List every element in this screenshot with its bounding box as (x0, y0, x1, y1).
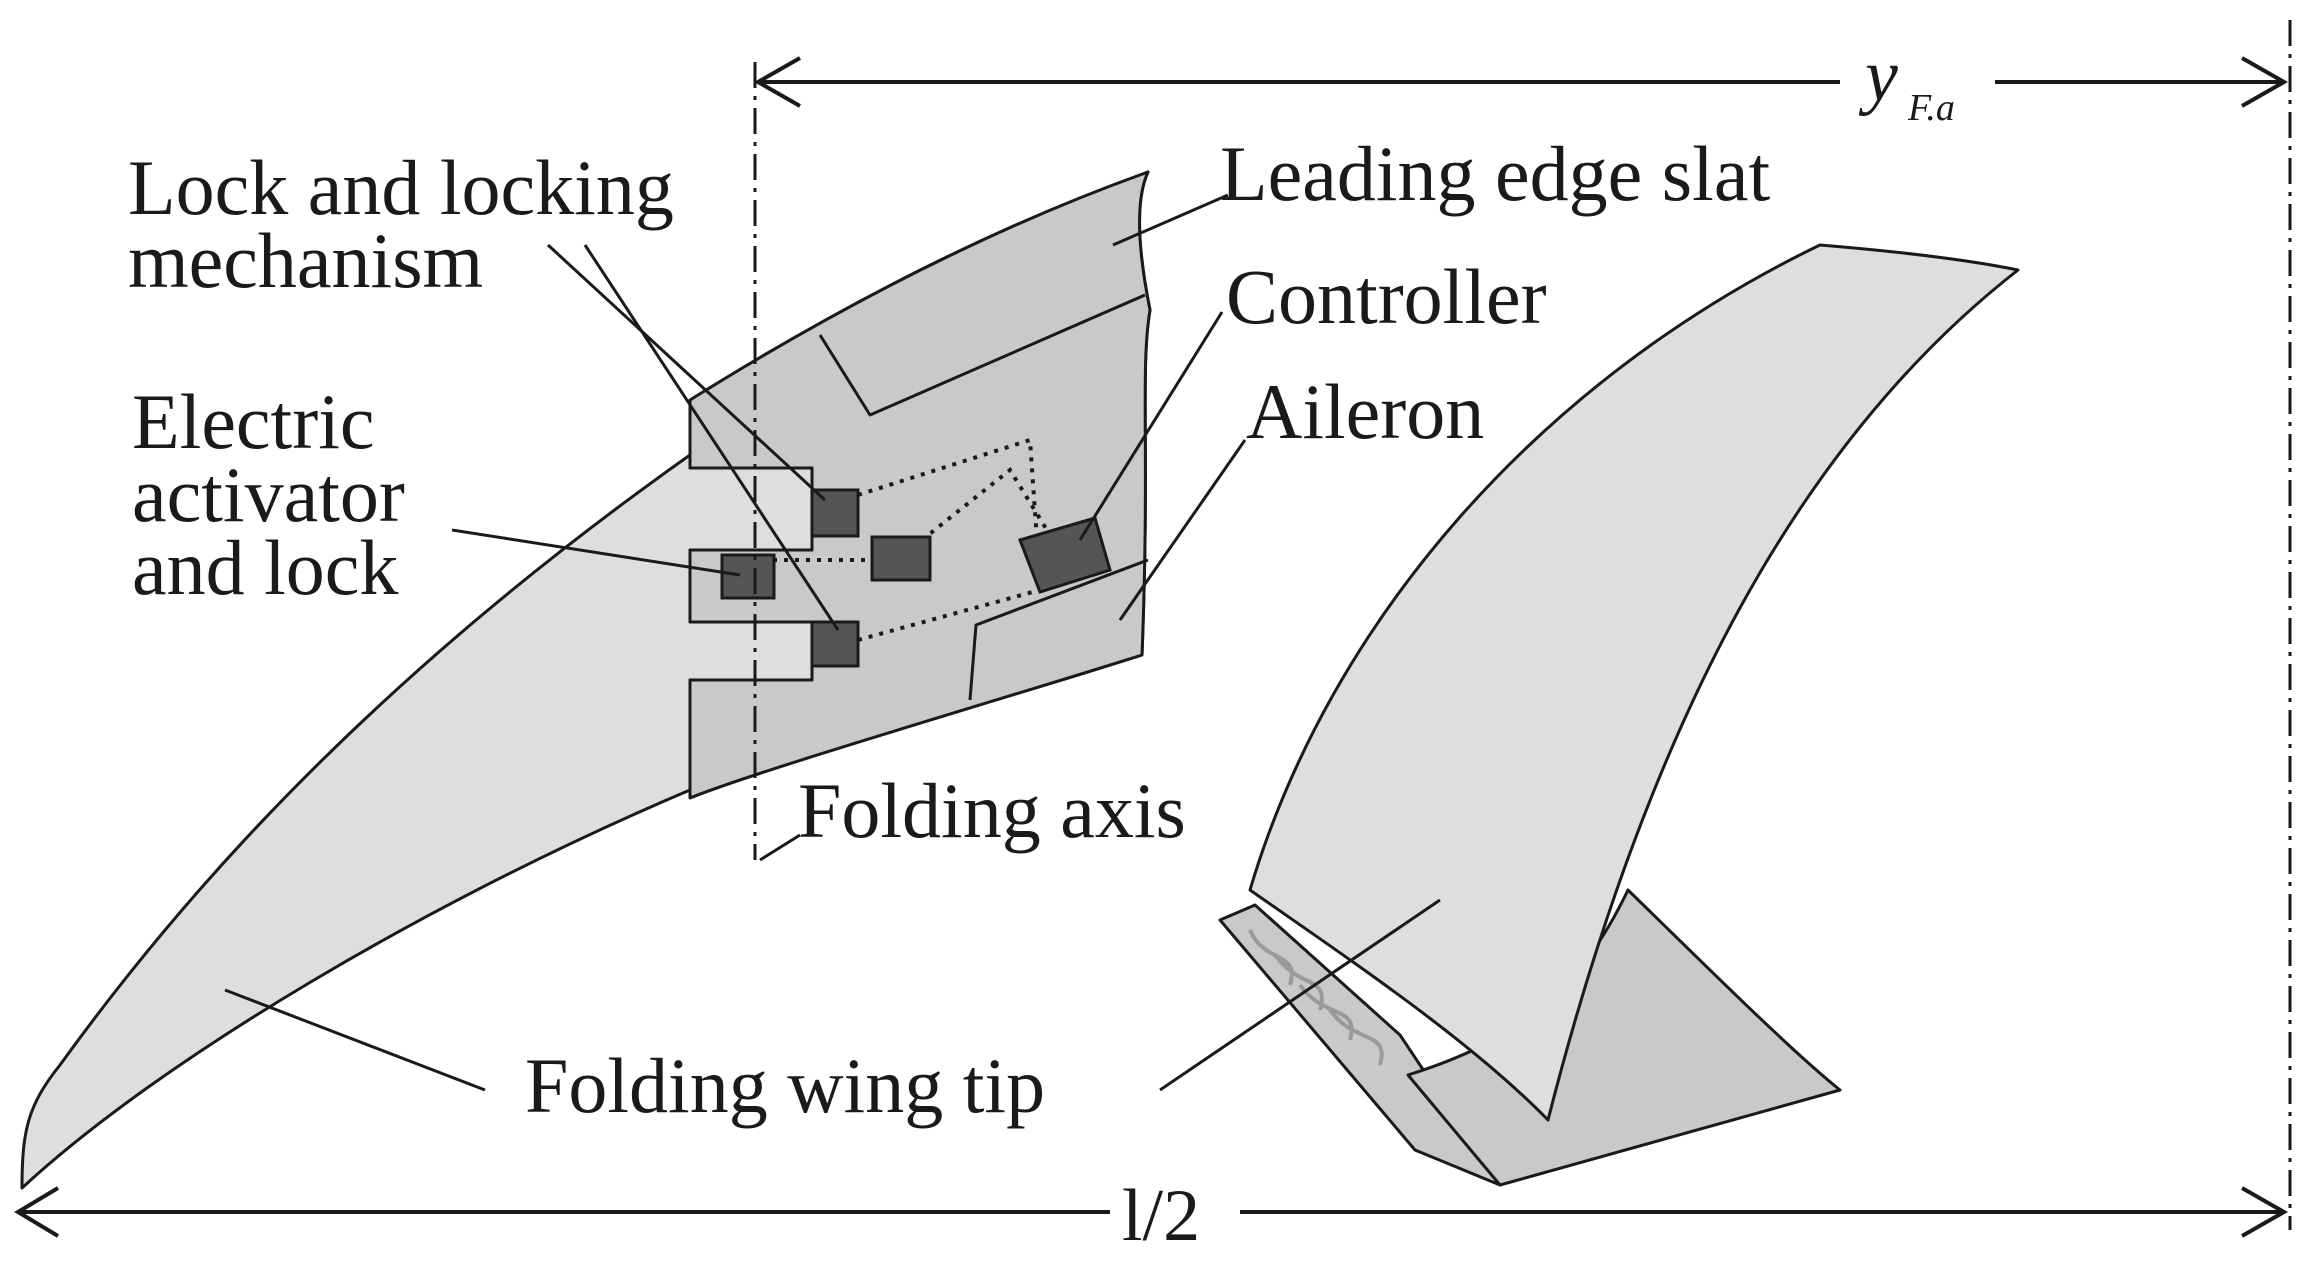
wing-tip-leader-right (1159, 898, 1441, 1092)
actuator-leader (451, 528, 741, 577)
leading-edge-slat-label: Leading edge slat (1220, 130, 1770, 217)
y-dimension-label: y (1858, 35, 1898, 117)
electric-label-line2: activator (132, 451, 405, 538)
wing-structure-region (688, 170, 1152, 800)
half-span-label: l/2 (1122, 1175, 1200, 1257)
y-dimension-arrow-left (753, 56, 801, 108)
electric-label-line1: Electric (132, 378, 375, 465)
wing-tip-leader-left (224, 988, 486, 1092)
fold-hinges (1248, 929, 1384, 1066)
y-dimension-arrow-right (2241, 56, 2289, 108)
lower-lock-block (810, 620, 860, 668)
aileron-label: Aileron (1246, 368, 1484, 455)
leading-edge-slat-boundary (818, 293, 1146, 417)
folding-axis-label: Folding axis (798, 767, 1186, 854)
slat-leader (1112, 193, 1229, 247)
actuator-block (720, 553, 776, 600)
lock-cutout-outline (688, 400, 814, 798)
aileron-boundary (968, 558, 1149, 701)
half-span-arrow-right (2241, 1186, 2289, 1238)
aileron-leader (1118, 439, 1247, 621)
center-module-block (870, 535, 932, 582)
electric-label-line3: and lock (132, 524, 398, 611)
wiring-bottom (857, 588, 1041, 642)
controller-block (1018, 516, 1112, 594)
lock-leader-lower (583, 244, 840, 631)
folding-wing-tip-label: Folding wing tip (525, 1042, 1045, 1129)
lock-mechanism-label-line1: Lock and locking (128, 144, 674, 231)
lock-leader-upper (546, 243, 827, 502)
upper-lock-block (810, 488, 860, 538)
controller-label: Controller (1226, 253, 1547, 340)
folding-axis-leader (759, 833, 801, 862)
wiring-mid (920, 467, 1060, 550)
lock-mechanism-label-line2: mechanism (128, 217, 483, 304)
half-span-arrow-left (14, 1186, 60, 1238)
controller-leader (1078, 311, 1224, 541)
folding-wing-tip-right (1248, 243, 2020, 1122)
y-dimension-subscript: F.a (1907, 87, 1955, 129)
